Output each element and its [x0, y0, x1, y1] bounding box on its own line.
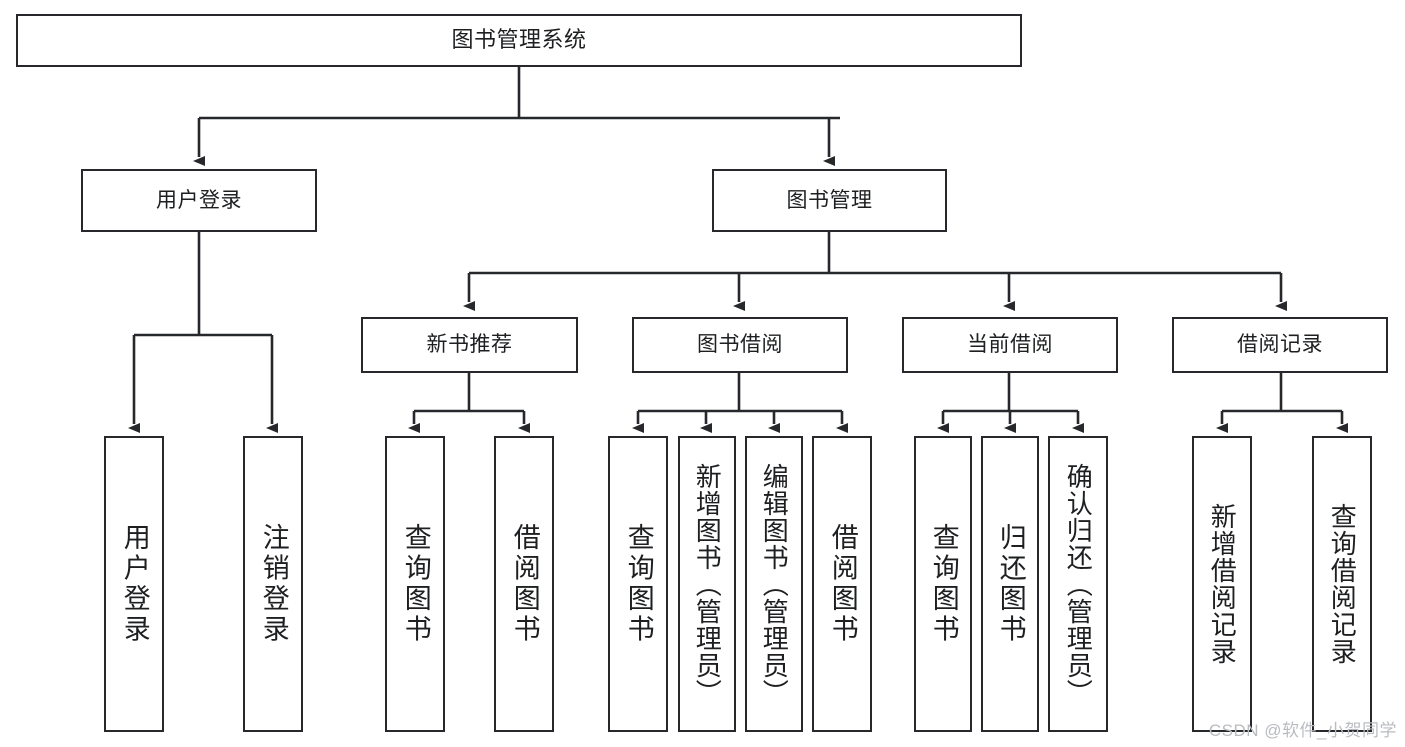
leaf-add-borrow-record[interactable]: 新增借阅记录 [1192, 436, 1252, 732]
node-borrow-record[interactable]: 借阅记录 [1172, 317, 1388, 373]
leaf-borrow-book-new[interactable]: 借阅图书 [494, 436, 554, 732]
node-label: 查询图书 [400, 523, 431, 645]
node-label: 图书管理 [786, 188, 873, 212]
node-label: 当前借阅 [967, 333, 1053, 357]
node-label: 新增图书（管理员） [692, 462, 723, 706]
node-label: 用户登录 [119, 523, 150, 645]
node-label: 编辑图书（管理员） [759, 462, 790, 706]
node-label: 新增借阅记录 [1207, 503, 1238, 665]
leaf-user-login[interactable]: 用户登录 [104, 436, 164, 732]
leaf-logout[interactable]: 注销登录 [243, 436, 303, 732]
node-new-book-recommend[interactable]: 新书推荐 [361, 317, 578, 373]
leaf-edit-book-admin[interactable]: 编辑图书（管理员） [745, 436, 803, 732]
watermark: CSDN @软件_小贺同学 [1208, 721, 1397, 740]
node-user-login[interactable]: 用户登录 [81, 169, 317, 232]
leaf-confirm-return-admin[interactable]: 确认归还（管理员） [1048, 436, 1108, 732]
node-label: 确认归还（管理员） [1063, 462, 1094, 706]
node-label: 归还图书 [995, 523, 1026, 645]
node-book-borrow[interactable]: 图书借阅 [632, 317, 848, 373]
leaf-return-book[interactable]: 归还图书 [981, 436, 1039, 732]
leaf-query-borrow-record[interactable]: 查询借阅记录 [1312, 436, 1372, 732]
node-root-system[interactable]: 图书管理系统 [16, 14, 1022, 67]
node-label: 借阅图书 [827, 523, 858, 645]
node-label: 查询图书 [623, 523, 654, 645]
leaf-query-book-borrow[interactable]: 查询图书 [608, 436, 668, 732]
node-book-management[interactable]: 图书管理 [712, 169, 947, 232]
leaf-borrow-book[interactable]: 借阅图书 [812, 436, 872, 732]
node-label: 新书推荐 [426, 333, 513, 357]
node-label: 查询图书 [928, 523, 959, 645]
leaf-query-book-current[interactable]: 查询图书 [914, 436, 972, 732]
node-label: 借阅记录 [1237, 333, 1323, 357]
node-current-borrow[interactable]: 当前借阅 [902, 317, 1118, 373]
node-label: 图书管理系统 [451, 27, 587, 53]
leaf-query-book-new[interactable]: 查询图书 [385, 436, 445, 732]
node-label: 查询借阅记录 [1327, 503, 1358, 665]
node-label: 用户登录 [156, 188, 242, 212]
node-label: 注销登录 [258, 523, 289, 645]
node-label: 借阅图书 [509, 523, 540, 645]
node-label: 图书借阅 [697, 333, 783, 357]
leaf-add-book-admin[interactable]: 新增图书（管理员） [678, 436, 736, 732]
